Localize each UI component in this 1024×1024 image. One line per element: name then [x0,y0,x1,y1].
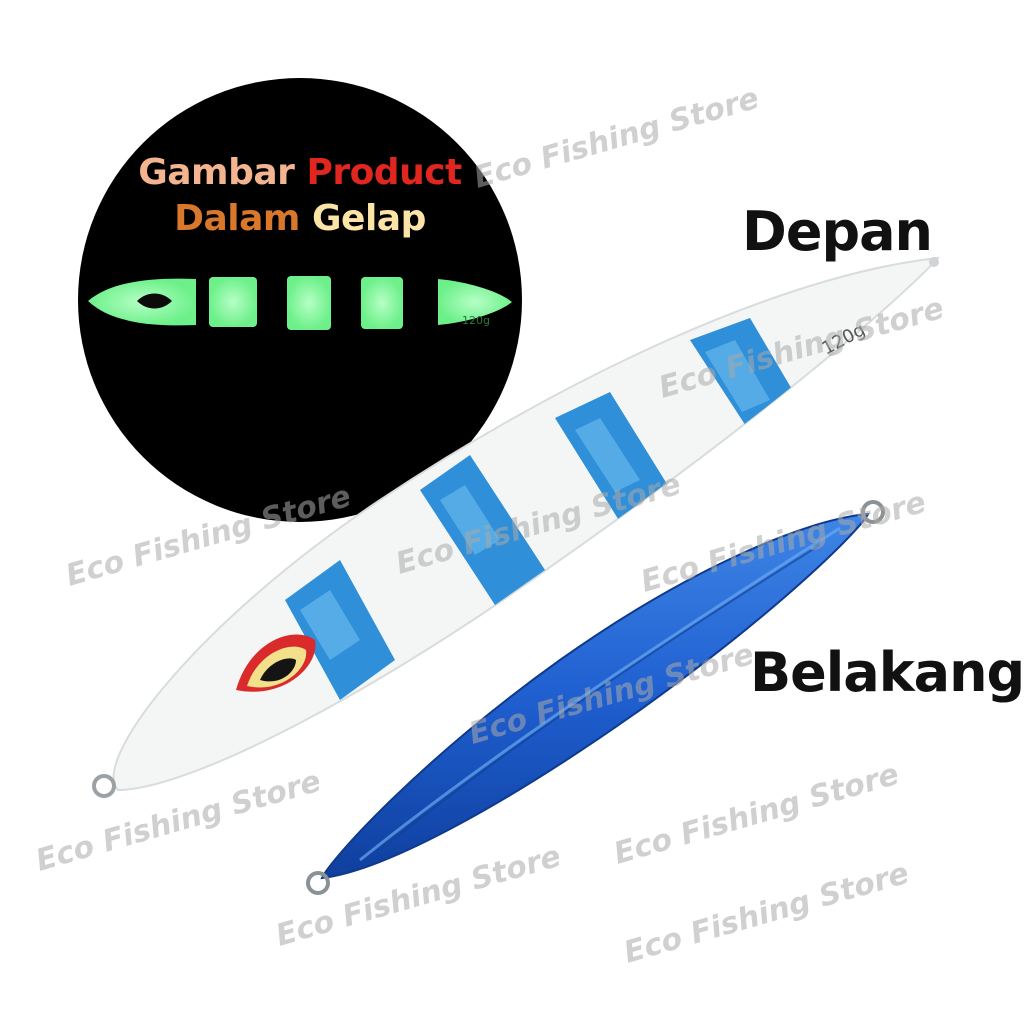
lure-back-ring-rear [306,871,330,895]
lure-front-tail-ring [92,774,116,798]
lure-back-ring-front [861,500,885,524]
lure-front-eye-icon [236,634,316,692]
glow-headline: Gambar Product Dalam Gelap [100,150,500,242]
glow-weight-label: 120g [462,314,490,327]
label-back: Belakang [750,641,1024,704]
headline-word-gambar: Gambar [138,152,295,193]
label-front: Depan [742,200,933,263]
headline-word-dalam: Dalam [174,198,300,239]
glow-eye-icon [137,293,172,309]
lure-back [306,500,885,895]
headline-word-product: Product [306,152,462,193]
headline-word-gelap: Gelap [312,198,426,239]
glow-lure: 120g [88,276,512,330]
lure-front: 120g [92,256,941,798]
